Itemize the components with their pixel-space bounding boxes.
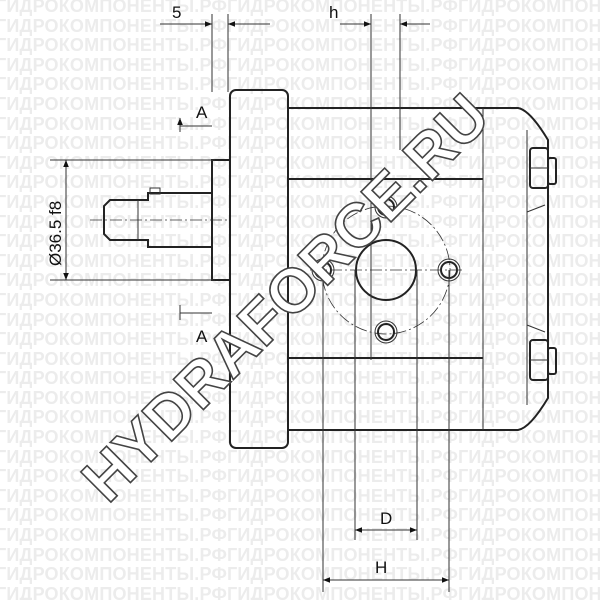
- drive-shaft: [103, 192, 212, 248]
- watermark-row: ГИДРОКОМПОНЕНТЫ.РФГИДРОКОМПОНЕНТЫ.РФГИДР…: [0, 369, 600, 389]
- section-marker-top: A: [196, 103, 208, 122]
- watermark-row: ГИДРОКОМПОНЕНТЫ.РФГИДРОКОМПОНЕНТЫ.РФГИДР…: [0, 545, 600, 565]
- watermark-row: ГИДРОКОМПОНЕНТЫ.РФГИДРОКОМПОНЕНТЫ.РФГИДР…: [0, 290, 600, 310]
- dim-shaft-diameter: Ø36.5 f8: [46, 201, 65, 266]
- watermark-row: ГИДРОКОМПОНЕНТЫ.РФГИДРОКОМПОНЕНТЫ.РФГИДР…: [0, 134, 600, 154]
- dim-port-diameter: D: [380, 509, 392, 528]
- mount-hole-bottom: [374, 320, 398, 344]
- watermark-row: ГИДРОКОМПОНЕНТЫ.РФГИДРОКОМПОНЕНТЫ.РФГИДР…: [0, 251, 600, 271]
- bolt-top: [529, 147, 557, 189]
- watermark-row: ГИДРОКОМПОНЕНТЫ.РФГИДРОКОМПОНЕНТЫ.РФГИДР…: [0, 0, 600, 16]
- dim-h-small: h: [329, 3, 338, 22]
- watermark-row: ГИДРОКОМПОНЕНТЫ.РФГИДРОКОМПОНЕНТЫ.РФГИДР…: [0, 153, 600, 173]
- mount-hole-top: [374, 195, 398, 219]
- end-cover-line: [526, 204, 546, 213]
- brand-watermark: HYDRAFORCE.RU: [69, 81, 503, 515]
- watermark-row: ГИДРОКОМПОНЕНТЫ.РФГИДРОКОМПОНЕНТЫ.РФГИДР…: [0, 16, 600, 36]
- watermark-row: ГИДРОКОМПОНЕНТЫ.РФГИДРОКОМПОНЕНТЫ.РФГИДР…: [0, 192, 600, 212]
- watermark-row: ГИДРОКОМПОНЕНТЫ.РФГИДРОКОМПОНЕНТЫ.РФГИДР…: [0, 467, 600, 487]
- watermark-row: ГИДРОКОМПОНЕНТЫ.РФГИДРОКОМПОНЕНТЫ.РФГИДР…: [0, 447, 600, 467]
- shaft-key: [149, 187, 161, 195]
- watermark-row: ГИДРОКОМПОНЕНТЫ.РФГИДРОКОМПОНЕНТЫ.РФГИДР…: [0, 330, 600, 350]
- extension-lines: [50, 14, 450, 592]
- watermark-row: ГИДРОКОМПОНЕНТЫ.РФГИДРОКОМПОНЕНТЫ.РФГИДР…: [0, 55, 600, 75]
- watermark-row: ГИДРОКОМПОНЕНТЫ.РФГИДРОКОМПОНЕНТЫ.РФГИДР…: [0, 310, 600, 330]
- watermark-row: ГИДРОКОМПОНЕНТЫ.РФГИДРОКОМПОНЕНТЫ.РФГИДР…: [0, 565, 600, 585]
- watermark-row: ГИДРОКОМПОНЕНТЫ.РФГИДРОКОМПОНЕНТЫ.РФГИДР…: [0, 388, 600, 408]
- pump-body: [288, 107, 549, 431]
- section-marker-bottom: A: [196, 327, 208, 346]
- watermark-row: ГИДРОКОМПОНЕНТЫ.РФГИДРОКОМПОНЕНТЫ.РФГИДР…: [0, 36, 600, 56]
- watermark-row: ГИДРОКОМПОНЕНТЫ.РФГИДРОКОМПОНЕНТЫ.РФГИДР…: [0, 428, 600, 448]
- dim-flange-offset: 5: [172, 3, 181, 22]
- dim-h-large: H: [375, 558, 387, 577]
- watermark-row: ГИДРОКОМПОНЕНТЫ.РФГИДРОКОМПОНЕНТЫ.РФГИДР…: [0, 486, 600, 506]
- section-arrow-bottom: [179, 305, 212, 320]
- end-cover-line: [526, 324, 546, 333]
- watermark-row: ГИДРОКОМПОНЕНТЫ.РФГИДРОКОМПОНЕНТЫ.РФГИДР…: [0, 212, 600, 232]
- watermark-row: ГИДРОКОМПОНЕНТЫ.РФГИДРОКОМПОНЕНТЫ.РФГИДР…: [0, 584, 600, 600]
- watermark-row: ГИДРОКОМПОНЕНТЫ.РФГИДРОКОМПОНЕНТЫ.РФГИДР…: [0, 173, 600, 193]
- section-arrow-top: [180, 118, 212, 132]
- watermark-row: ГИДРОКОМПОНЕНТЫ.РФГИДРОКОМПОНЕНТЫ.РФГИДР…: [0, 506, 600, 526]
- watermark-row: ГИДРОКОМПОНЕНТЫ.РФГИДРОКОМПОНЕНТЫ.РФГИДР…: [0, 408, 600, 428]
- watermark-row: ГИДРОКОМПОНЕНТЫ.РФГИДРОКОМПОНЕНТЫ.РФГИДР…: [0, 114, 600, 134]
- watermark-row: ГИДРОКОМПОНЕНТЫ.РФГИДРОКОМПОНЕНТЫ.РФГИДР…: [0, 75, 600, 95]
- watermark-row: ГИДРОКОМПОНЕНТЫ.РФГИДРОКОМПОНЕНТЫ.РФГИДР…: [0, 526, 600, 546]
- bolt-bottom: [529, 339, 557, 381]
